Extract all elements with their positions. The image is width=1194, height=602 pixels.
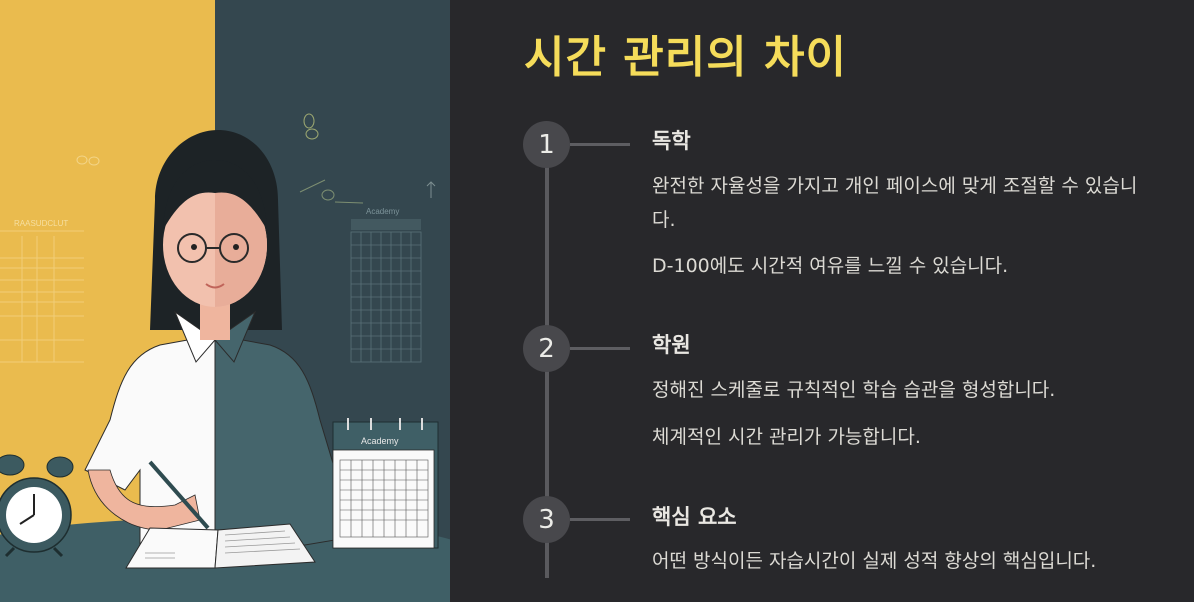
step-title: 독학 xyxy=(652,129,691,153)
glasses-icon xyxy=(177,233,249,263)
calendar-icon: Academy xyxy=(332,418,439,549)
step-number-badge: 2 xyxy=(523,325,570,372)
step-number-badge: 3 xyxy=(523,496,570,543)
step-connector xyxy=(570,347,630,350)
timeline-panel: 시간 관리의 차이 1 독학 완전한 자율성을 가지고 개인 페이스에 맞게 조… xyxy=(450,0,1194,602)
open-book-icon xyxy=(125,523,316,569)
faint-schedule-grid xyxy=(350,231,422,363)
faint-schedule-label: Academy xyxy=(366,207,399,216)
student-illustration: RAASUDCLUT Academy xyxy=(0,0,450,602)
step-description: 완전한 자율성을 가지고 개인 페이스에 맞게 조절할 수 있습니다. xyxy=(652,175,1138,231)
pen-icon xyxy=(148,460,210,530)
step-description: 어떤 방식이든 자습시간이 실제 성적 향상의 핵심입니다. xyxy=(652,550,1097,572)
doodle-icon xyxy=(76,113,436,204)
step-description: 체계적인 시간 관리가 가능합니다. xyxy=(652,426,921,448)
step-description: 정해진 스케줄로 규칙적인 학습 습관을 형성합니다. xyxy=(652,379,1056,401)
step-title: 핵심 요소 xyxy=(652,505,737,529)
step-number-badge: 1 xyxy=(523,121,570,168)
page-title: 시간 관리의 차이 xyxy=(524,32,847,83)
faint-chart-label: RAASUDCLUT xyxy=(14,219,68,228)
step-connector xyxy=(570,143,630,146)
faint-chart-icon xyxy=(0,230,84,363)
step-description: D-100에도 시간적 여유를 느낄 수 있습니다. xyxy=(652,255,1009,277)
alarm-clock-icon xyxy=(0,454,74,558)
step-connector xyxy=(570,518,630,521)
svg-text:Academy: Academy xyxy=(361,436,399,446)
step-title: 학원 xyxy=(652,333,691,357)
